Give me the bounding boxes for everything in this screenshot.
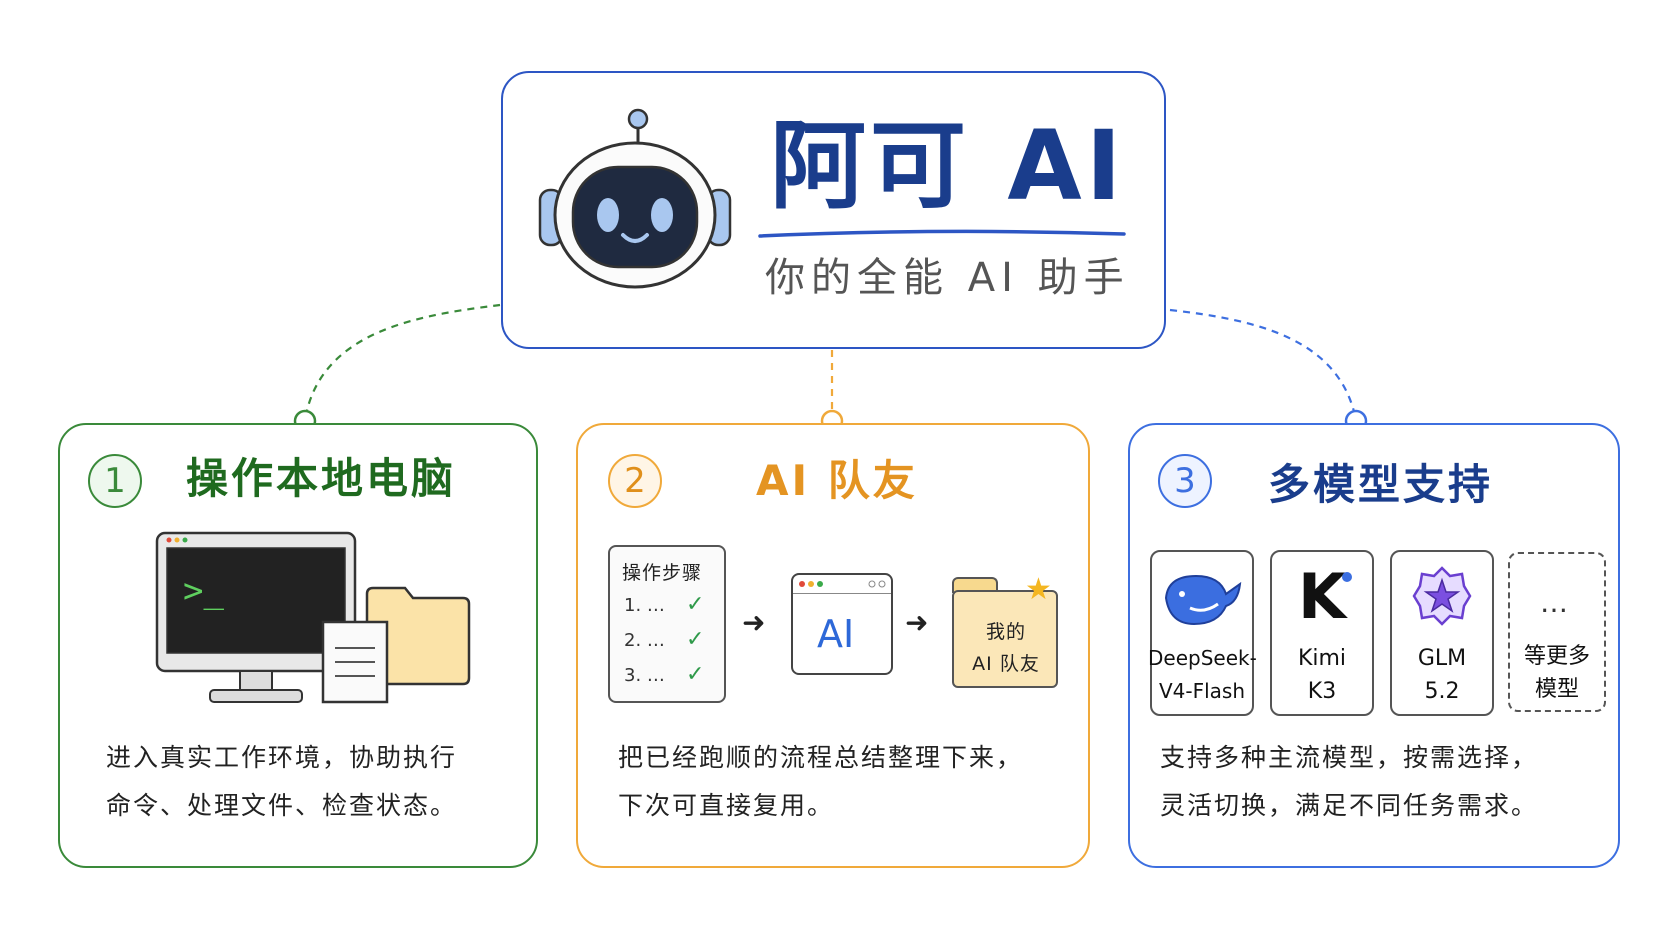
app-subtitle: 你的全能 AI 助手	[765, 255, 1130, 301]
ai-teammate-folder-icon	[952, 590, 1058, 688]
feature-description: 把已经跑顺的流程总结整理下来， 下次可直接复用。	[618, 734, 1023, 830]
terminal-prompt-text: >_	[183, 571, 224, 611]
model-name-line: 模型	[1534, 677, 1579, 702]
model-name-line: Kimi	[1297, 646, 1347, 671]
folder-tab	[952, 577, 998, 593]
model-name-line: K3	[1307, 679, 1337, 704]
star-icon: ★	[1025, 572, 1052, 607]
model-name-line: 等更多	[1523, 644, 1590, 669]
arrow-right-icon: ➜	[742, 606, 766, 639]
check-icon: ✓	[686, 592, 705, 617]
step-item: 1. …	[624, 595, 665, 616]
header-card	[501, 71, 1166, 349]
kimi-k-icon: K	[1298, 560, 1347, 633]
window-titlebar	[793, 575, 891, 594]
desc-line: 灵活切换，满足不同任务需求。	[1160, 791, 1539, 820]
feature-title: AI 队友	[756, 456, 918, 505]
robot-mascot-icon	[538, 108, 732, 289]
feature-number-badge: 1	[88, 454, 142, 508]
feature-title: 操作本地电脑	[186, 454, 457, 503]
model-name: GLM 5.2	[1390, 642, 1494, 708]
ally-line: AI 队友	[972, 653, 1040, 675]
glm-star-icon	[1412, 566, 1472, 626]
desc-line: 下次可直接复用。	[618, 791, 835, 820]
feature-number-badge: 3	[1158, 454, 1212, 508]
app-title: 阿可 AI	[770, 110, 1126, 222]
steps-checklist	[608, 545, 726, 703]
model-name: DeepSeek- V4-Flash	[1148, 642, 1257, 708]
model-name-line: DeepSeek-	[1148, 646, 1257, 670]
desc-line: 命令、处理文件、检查状态。	[106, 791, 458, 820]
step-item: 3. …	[624, 665, 665, 686]
feature-description: 进入真实工作环境，协助执行 命令、处理文件、检查状态。	[106, 734, 457, 830]
model-name-line: GLM	[1417, 646, 1467, 671]
window-dots-icon	[799, 580, 886, 588]
ally-line: 我的	[985, 621, 1026, 643]
ai-window-label: AI	[817, 612, 855, 656]
model-name-line: V4-Flash	[1158, 679, 1246, 703]
desc-line: 进入真实工作环境，协助执行	[106, 743, 458, 772]
step-item: 2. …	[624, 630, 665, 651]
computer-monitor-icon: >_	[155, 531, 471, 704]
model-name-line: 5.2	[1424, 679, 1460, 704]
feature-title: 多模型支持	[1268, 460, 1494, 509]
desc-line: 支持多种主流模型，按需选择，	[1160, 743, 1539, 772]
title-underline	[758, 229, 1126, 238]
check-icon: ✓	[686, 662, 705, 687]
deepseek-whale-icon	[1164, 574, 1242, 626]
kimi-dot-icon	[1342, 572, 1352, 582]
model-tile-more	[1508, 552, 1606, 712]
feature-description: 支持多种主流模型，按需选择， 灵活切换，满足不同任务需求。	[1160, 734, 1538, 830]
ai-window	[791, 573, 893, 675]
model-name: Kimi K3	[1270, 642, 1374, 708]
check-icon: ✓	[686, 627, 705, 652]
desc-line: 把已经跑顺的流程总结整理下来，	[618, 743, 1024, 772]
ellipsis-icon: …	[1540, 586, 1568, 619]
model-tile-kimi	[1270, 550, 1374, 716]
steps-title: 操作步骤	[622, 562, 703, 584]
feature-number-badge: 2	[608, 454, 662, 508]
ai-teammate-label: 我的 AI 队友	[966, 616, 1046, 680]
model-name: 等更多 模型	[1508, 640, 1606, 706]
arrow-right-icon: ➜	[905, 606, 929, 639]
